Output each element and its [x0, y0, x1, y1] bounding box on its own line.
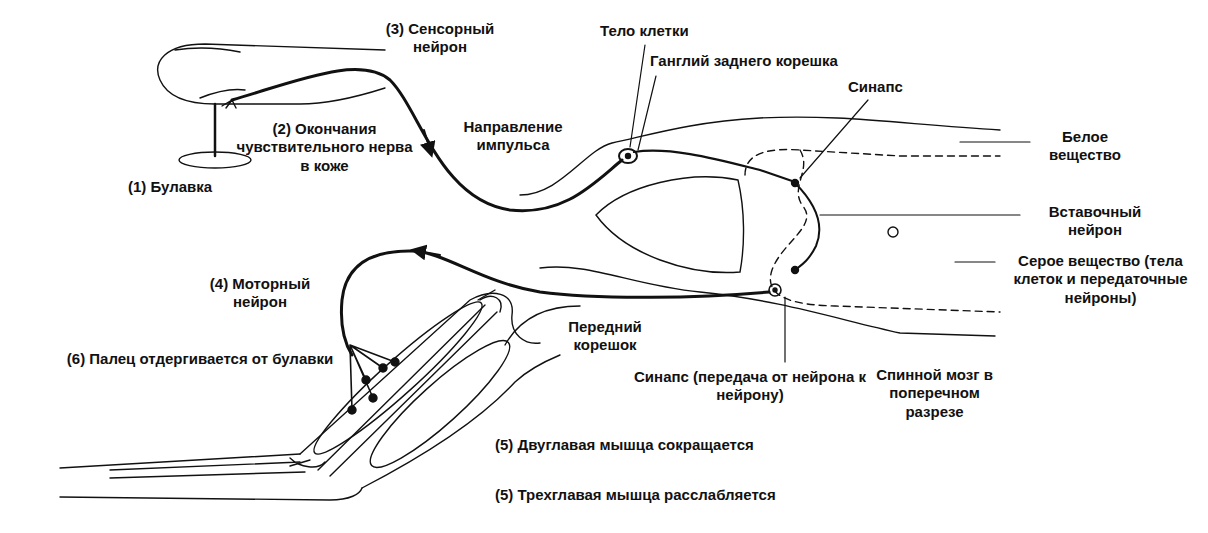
tendon: [290, 290, 495, 466]
motor-neuron: [341, 251, 769, 355]
sensory-neuron: [232, 70, 622, 211]
part-label: Белое вещество: [1035, 128, 1135, 165]
part-label: Тело клетки: [600, 22, 750, 40]
motor-nucleus: [773, 288, 777, 292]
callout-label: (6) Палец отдергивается от булавки: [66, 350, 334, 368]
upper-arm: [300, 293, 540, 454]
gray-matter: [745, 150, 1000, 175]
leader-lines: [630, 45, 1030, 362]
interneuron: [795, 183, 819, 270]
part-label: Вставочный нейрон: [1025, 203, 1165, 240]
finger: [158, 44, 385, 104]
part-label: Синапс: [848, 78, 948, 96]
part-label: Передний корешок: [555, 318, 655, 355]
nucleus: [626, 154, 631, 159]
impulse-arrow: [424, 130, 430, 150]
synapse-dot: [792, 180, 799, 187]
triceps: [358, 328, 522, 481]
callout-label: (3) Сенсорный нейрон: [360, 20, 520, 57]
finger-nail: [175, 48, 240, 52]
central-canal: [888, 227, 898, 237]
motor-arrow: [418, 251, 440, 255]
direction-label: Направление импульса: [452, 118, 574, 155]
forearm-bones: [110, 458, 325, 478]
dorsal-root-outline: [520, 117, 1000, 195]
part-label: Ганглий заднего корешка: [650, 52, 970, 70]
callout-label: (2) Окончания чувствительного нерва в ко…: [232, 120, 417, 175]
callout-label: (1) Булавка: [128, 178, 278, 196]
part-label: Серое вещество (тела клеток и передаточн…: [1003, 252, 1198, 307]
forearm: [60, 454, 362, 500]
callout-label: (4) Моторный нейрон: [185, 275, 335, 312]
motor-cell-body: [769, 284, 781, 296]
biceps: [303, 290, 492, 465]
synapse-dot: [792, 267, 799, 274]
pin: [214, 104, 217, 156]
upper-arm-lower: [362, 355, 560, 488]
cell-body: [619, 149, 637, 163]
part-label: Спинной мозг в поперечном разрезе: [872, 366, 997, 421]
root-gap: [596, 177, 744, 273]
gray-matter: [770, 150, 1000, 312]
nerve-endings: [222, 100, 236, 108]
callout-label: (5) Двуглавая мышца сокращается: [495, 436, 895, 454]
part-label: Синапс (передача от нейрона к нейрону): [630, 368, 870, 405]
callout-label: (5) Трехглавая мышца расслабляется: [495, 486, 915, 504]
